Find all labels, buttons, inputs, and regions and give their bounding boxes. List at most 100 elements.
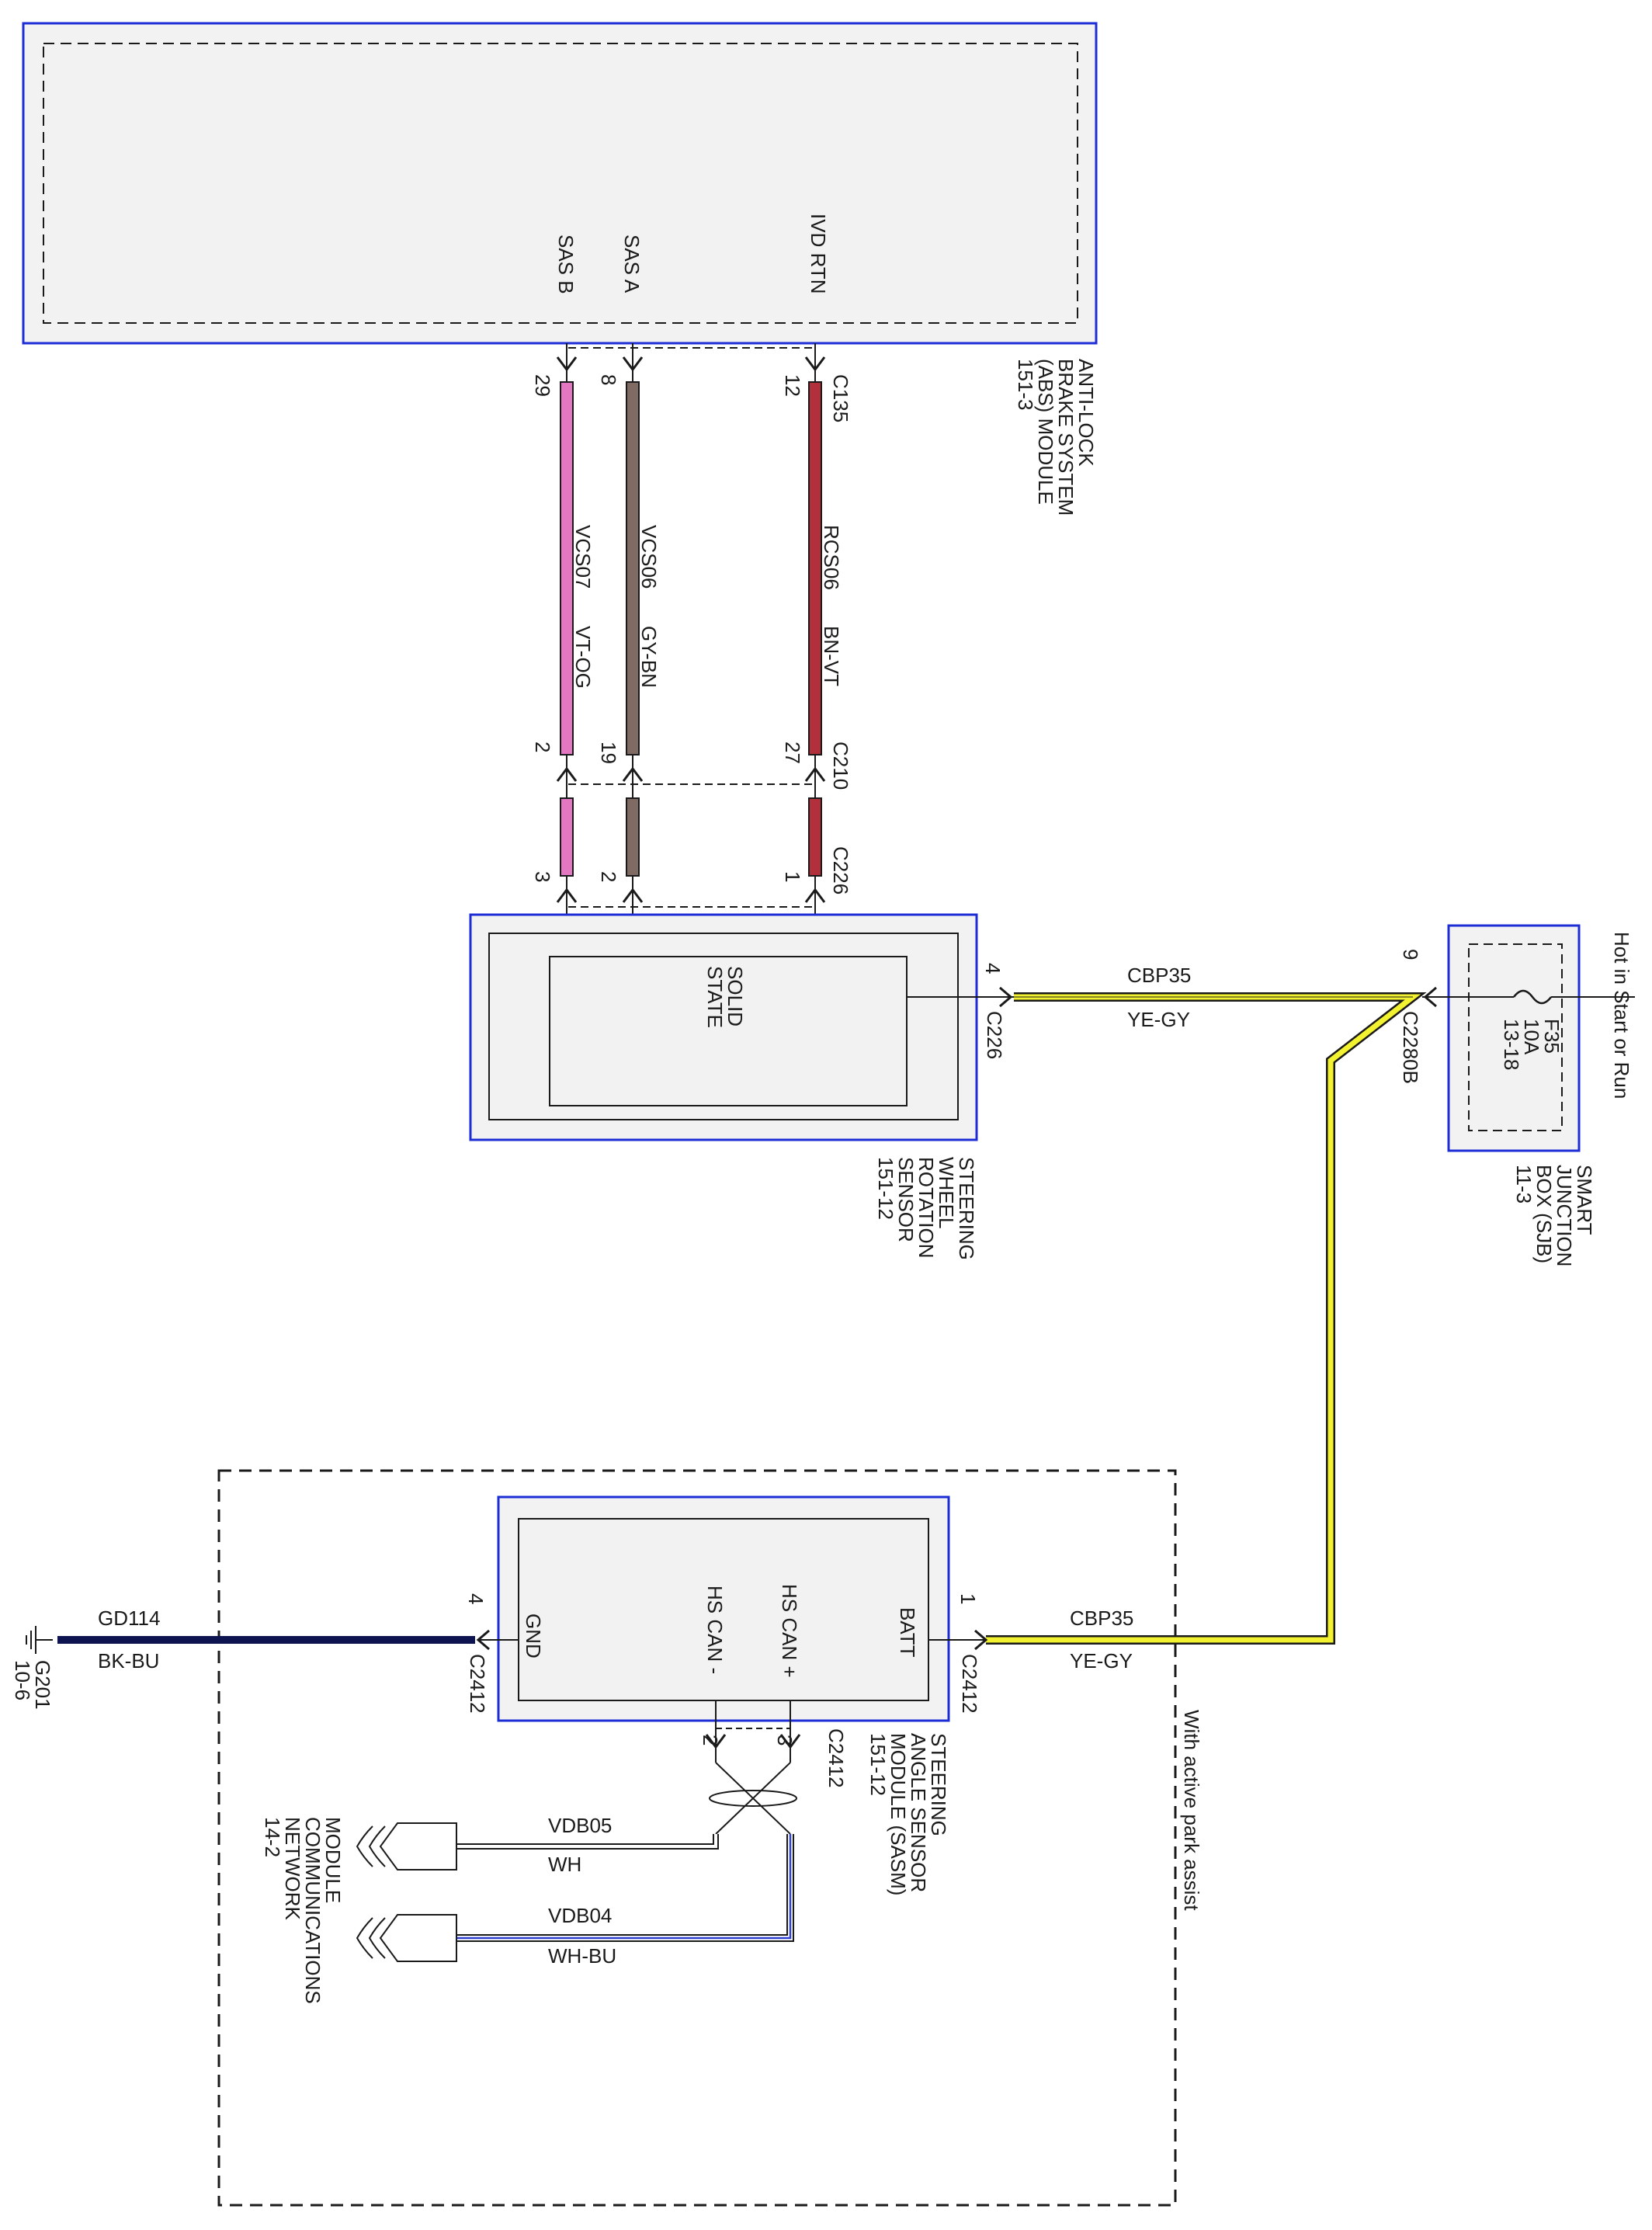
sasm-name-line-3: MODULE (SASM) xyxy=(887,1733,910,1895)
c210-pin-19: 19 xyxy=(597,742,620,764)
fuse-line-1: F35 xyxy=(1540,1019,1564,1054)
solid-state-box xyxy=(549,956,908,1106)
steering-wheel-rotation-sensor: SOLID STATE STEERING WHEEL ROTATION SENS… xyxy=(469,913,1006,1260)
abs-module-name: ANTI-LOCK BRAKE SYSTEM (ABS) MODULE 151-… xyxy=(1014,359,1098,516)
swrs-name-line-3: ROTATION xyxy=(914,1157,938,1258)
fuse-line-3: 13-18 xyxy=(1500,1019,1523,1071)
c2280b-label: C2280B xyxy=(1399,1011,1422,1084)
sasm-can-plus-pin: 3 xyxy=(773,1735,796,1745)
vcs06-circuit: VCS06 xyxy=(637,525,661,589)
sjb-name-line-3: BOX (SJB) xyxy=(1532,1165,1556,1263)
sjb-out-pin: 9 xyxy=(1399,949,1422,960)
c226-label-top: C226 xyxy=(829,846,852,894)
wire-vdb04 xyxy=(456,1834,794,1942)
swrs-name-line-5: 151-12 xyxy=(874,1157,897,1220)
wire-vdb05 xyxy=(456,1834,719,1850)
swrs-out-pin: 4 xyxy=(981,963,1005,974)
steering-angle-sensor-module: BATT HS CAN + HS CAN - GND STEERING ANGL… xyxy=(497,1495,950,1895)
swrs-name-line-1: STEERING xyxy=(955,1157,978,1260)
abs-module: SAS B SAS A IVD RTN ANTI-LOCK BRAKE SYST… xyxy=(22,22,1098,516)
network-name-line-1: MODULE xyxy=(321,1817,345,1903)
sjb-name: SMART JUNCTION BOX (SJB) 11-3 xyxy=(1512,1165,1596,1266)
swrs-name: STEERING WHEEL ROTATION SENSOR 151-12 xyxy=(874,1157,978,1260)
sasm-batt-pin: 1 xyxy=(956,1593,980,1604)
park-assist-option-box xyxy=(217,1469,1177,2207)
ground-page: 10-6 xyxy=(11,1660,34,1700)
abs-module-box xyxy=(22,22,1098,345)
ground-id: G201 xyxy=(31,1660,54,1710)
c210-pin-2: 2 xyxy=(531,742,554,752)
sasm-inner-box xyxy=(518,1518,929,1701)
wire-rcs06 xyxy=(804,343,826,957)
solid-state-line-2: STATE xyxy=(703,966,727,1028)
sasm-name-line-2: ANGLE SENSOR xyxy=(907,1733,930,1892)
c135-label: C135 xyxy=(829,374,852,422)
solid-state-label: SOLID STATE xyxy=(703,966,747,1028)
sjb-inner-outline xyxy=(1468,943,1563,1131)
vdb04-color: WH-BU xyxy=(548,1944,616,1968)
c135-pin-29: 29 xyxy=(531,374,554,397)
network-name-line-4: 14-2 xyxy=(261,1817,284,1857)
ground-icon xyxy=(26,1626,53,1654)
sasm-pin-can-plus: HS CAN + xyxy=(778,1584,801,1678)
sjb-name-line-4: 11-3 xyxy=(1512,1165,1536,1204)
sasm-pin-can-minus: HS CAN - xyxy=(703,1586,727,1674)
sjb-box xyxy=(1447,924,1581,1152)
network-name: MODULE COMMUNICATIONS NETWORK 14-2 xyxy=(261,1817,345,2004)
swrs-name-line-4: SENSOR xyxy=(894,1157,918,1242)
abs-name-line-3: (ABS) MODULE xyxy=(1034,359,1057,505)
vcs07-circuit: VCS07 xyxy=(571,525,595,589)
vdb04-circuit: VDB04 xyxy=(548,1904,612,1927)
wire-vcs06 xyxy=(622,343,644,957)
rcs06-circuit: RCS06 xyxy=(820,525,843,590)
c2412-can-label: C2412 xyxy=(824,1728,848,1788)
sjb-name-line-2: JUNCTION xyxy=(1553,1165,1576,1266)
c210-pin-27: 27 xyxy=(781,742,804,764)
abs-name-line-2: BRAKE SYSTEM xyxy=(1054,359,1078,516)
vcs07-color: VT-OG xyxy=(571,626,595,689)
abs-pin-sas-a: SAS A xyxy=(620,234,644,294)
c210-label: C210 xyxy=(829,742,852,790)
vcs06-color: GY-BN xyxy=(637,626,661,688)
c2412-batt-label: C2412 xyxy=(958,1654,981,1714)
c2412-gnd-label: C2412 xyxy=(466,1654,489,1714)
c135-pin-8: 8 xyxy=(597,374,620,385)
gd114-color: BK-BU xyxy=(98,1649,159,1672)
sasm-name: STEERING ANGLE SENSOR MODULE (SASM) 151-… xyxy=(866,1733,950,1895)
gd114-circuit: GD114 xyxy=(98,1607,160,1630)
wire-cbp35 xyxy=(986,992,1427,1645)
sasm-pin-gnd: GND xyxy=(522,1613,545,1659)
network-name-line-3: NETWORK xyxy=(281,1817,304,1921)
fuse-label: F35 10A 13-18 xyxy=(1500,1019,1564,1071)
hot-in-start-or-run: Hot in Start or Run xyxy=(1610,932,1633,1099)
sasm-gnd-pin: 4 xyxy=(464,1593,488,1604)
network-connector-icon-1 xyxy=(356,1822,457,1870)
sasm-can-minus-pin: 2 xyxy=(699,1735,722,1745)
abs-name-line-4: 151-3 xyxy=(1014,359,1037,411)
cbp35-top-color: YE-GY xyxy=(1127,1008,1190,1031)
sasm-pin-batt: BATT xyxy=(896,1607,919,1658)
cbp35-bottom-circuit: CBP35 xyxy=(1070,1607,1133,1630)
sjb-name-line-1: SMART xyxy=(1573,1165,1596,1235)
sasm-name-line-4: 151-12 xyxy=(866,1733,890,1796)
c226-pin-1: 1 xyxy=(781,871,804,882)
network-connector-icon-2 xyxy=(356,1914,457,1962)
abs-module-inner-outline xyxy=(43,43,1078,324)
cbp35-top-circuit: CBP35 xyxy=(1127,964,1191,987)
smart-junction-box: F35 10A 13-18 Hot in Start or Run SMART … xyxy=(1422,924,1635,1266)
vdb05-color: WH xyxy=(548,1853,581,1876)
rcs06-color: BN-VT xyxy=(820,626,843,686)
cbp35-bottom-color: YE-GY xyxy=(1070,1649,1133,1672)
fuse-symbol xyxy=(1513,989,1552,1005)
fuse-line-2: 10A xyxy=(1520,1019,1543,1055)
sasm-name-line-1: STEERING xyxy=(927,1733,950,1836)
c135-pin-12: 12 xyxy=(781,374,804,397)
network-name-line-2: COMMUNICATIONS xyxy=(301,1817,324,2004)
c226-label-side: C226 xyxy=(983,1011,1006,1059)
c226-pin-2: 2 xyxy=(597,871,620,882)
c226-pin-3: 3 xyxy=(531,871,554,882)
abs-pin-ivd-rtn: IVD RTN xyxy=(807,214,830,294)
option-label: With active park assist xyxy=(1180,1710,1203,1911)
swrs-name-line-2: WHEEL xyxy=(935,1157,958,1228)
